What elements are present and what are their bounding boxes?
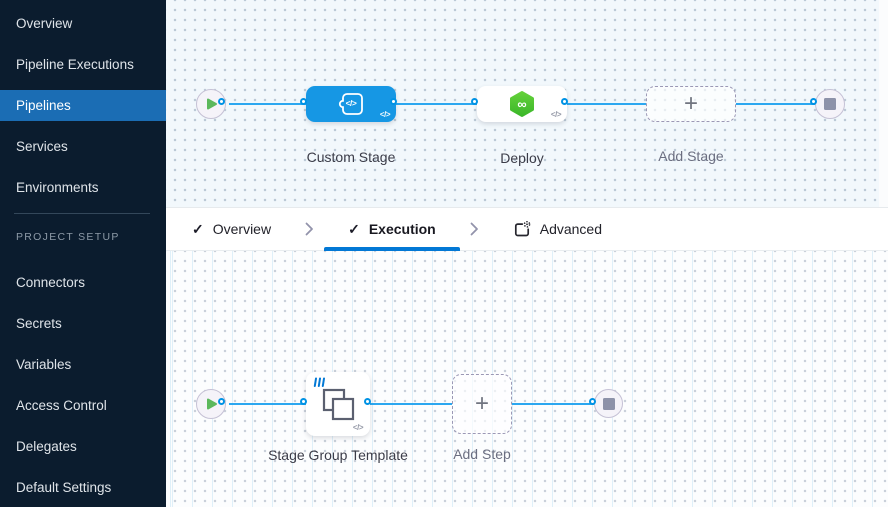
custom-stage-port-left[interactable] [300, 98, 307, 105]
stage-group-template-node[interactable]: </> [306, 372, 370, 436]
edge-start-to-stage-group [229, 403, 306, 405]
deploy-port-left[interactable] [471, 98, 478, 105]
sidebar-item-variables[interactable]: Variables [16, 357, 72, 372]
chevron-right-icon [470, 222, 479, 236]
custom-stage-node[interactable]: </> </> [306, 86, 396, 122]
plus-icon: + [683, 90, 698, 117]
add-step-label: Add Step [453, 446, 511, 462]
tab-overview[interactable]: ✓ Overview [168, 208, 295, 250]
stop-icon [824, 98, 836, 110]
edge-deploy-to-add-stage [567, 103, 646, 105]
cd-deploy-icon: ∞ [510, 91, 534, 117]
custom-stage-label: Custom Stage [306, 149, 396, 165]
sidebar-item-default-settings[interactable]: Default Settings [16, 480, 112, 495]
play-icon [207, 398, 217, 410]
code-view-icon[interactable]: </> [379, 110, 391, 119]
execution-graph-canvas[interactable]: </> Stage Group Template + Add Step [166, 251, 888, 507]
execution-end-node [594, 389, 623, 418]
tab-execution[interactable]: ✓ Execution [324, 208, 460, 251]
stage-group-port-left[interactable] [300, 398, 307, 405]
edge-custom-stage-to-deploy [396, 103, 477, 105]
stage-group-template-label: Stage Group Template [268, 447, 408, 463]
port-after-start[interactable] [218, 398, 225, 405]
sidebar-item-overview[interactable]: Overview [16, 16, 73, 31]
project-setup-section-label: PROJECT SETUP [16, 231, 120, 243]
sidebar-item-environments[interactable]: Environments [16, 180, 99, 195]
stage-config-tabbar: ✓ Overview ✓ Execution Advanced [166, 207, 888, 251]
tab-advanced[interactable]: Advanced [489, 208, 626, 250]
template-badge-icon [313, 377, 325, 387]
sidebar-item-pipelines[interactable]: Pipelines [0, 90, 166, 121]
sidebar-item-services[interactable]: Services [16, 139, 68, 154]
check-icon: ✓ [348, 220, 360, 237]
sidebar-item-delegates[interactable]: Delegates [16, 439, 77, 454]
pipeline-end-node [815, 89, 845, 119]
port-after-start[interactable] [218, 98, 225, 105]
port-before-end[interactable] [810, 98, 817, 105]
advanced-settings-icon [514, 220, 531, 237]
sidebar: Overview Pipeline Executions Pipelines S… [0, 0, 166, 507]
add-stage-button[interactable]: + [646, 86, 736, 122]
edge-stage-group-to-add-step [370, 403, 452, 405]
play-icon [207, 98, 217, 110]
add-step-button[interactable]: + [452, 374, 512, 434]
code-view-icon[interactable]: </> [550, 110, 562, 119]
port-before-end[interactable] [589, 398, 596, 405]
edge-add-stage-to-end [736, 103, 816, 105]
tab-overview-label: Overview [212, 221, 272, 237]
stage-graph-canvas[interactable]: </> </> Custom Stage ∞ </> [166, 0, 888, 207]
tab-execution-label: Execution [368, 221, 436, 237]
check-icon: ✓ [192, 220, 204, 237]
deploy-port-right[interactable] [561, 98, 568, 105]
sidebar-item-connectors[interactable]: Connectors [16, 275, 86, 290]
canvas-scrollbar-gutter [879, 0, 888, 207]
deploy-stage-label: Deploy [500, 150, 544, 166]
sidebar-item-access-control[interactable]: Access Control [16, 398, 107, 413]
sidebar-item-pipeline-executions[interactable]: Pipeline Executions [16, 57, 134, 72]
stage-group-port-right[interactable] [364, 398, 371, 405]
custom-stage-port-right[interactable] [390, 98, 397, 105]
edge-add-step-to-end [512, 403, 595, 405]
stage-group-icon [322, 388, 355, 421]
plus-icon: + [474, 390, 489, 417]
code-view-icon[interactable]: </> [352, 423, 364, 432]
add-stage-label: Add Stage [658, 148, 724, 164]
stop-icon [602, 397, 615, 410]
custom-stage-icon: </> [336, 91, 366, 117]
chevron-right-icon [305, 222, 314, 236]
svg-text:∞: ∞ [517, 97, 526, 112]
deploy-stage-node[interactable]: ∞ </> [477, 86, 567, 122]
edge-start-to-custom-stage [229, 103, 306, 105]
sidebar-divider [14, 213, 150, 214]
sidebar-item-secrets[interactable]: Secrets [16, 316, 62, 331]
tab-advanced-label: Advanced [539, 221, 603, 237]
pipeline-canvas-area: </> </> Custom Stage ∞ </> [166, 0, 888, 507]
